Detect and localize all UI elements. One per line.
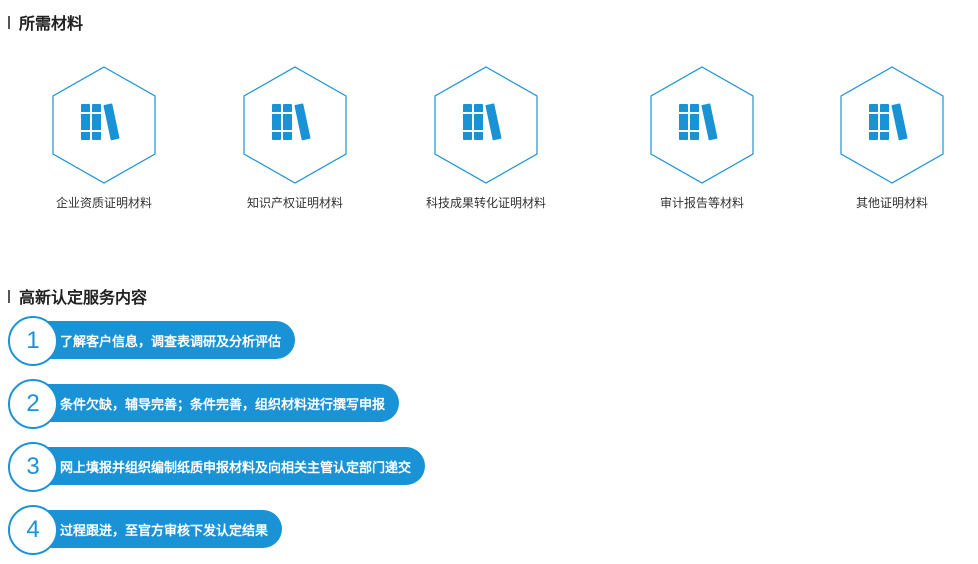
material-label: 其他证明材料 <box>855 196 928 210</box>
title-bar <box>8 289 10 303</box>
step-text: 过程跟进，至官方审核下发认定结果 <box>34 510 283 548</box>
section-title-materials: 所需材料 <box>8 10 83 34</box>
material-item[interactable]: 审计报告等材料 <box>612 66 792 216</box>
material-label: 科技成果转化证明材料 <box>425 196 546 210</box>
step-number: 1 <box>8 316 58 366</box>
step-text: 网上填报并组织编制纸质申报材料及向相关主管认定部门递交 <box>34 447 426 485</box>
step-number: 3 <box>8 442 58 492</box>
step-number: 2 <box>8 379 58 429</box>
material-label: 知识产权证明材料 <box>246 196 343 210</box>
section-title-text: 高新认定服务内容 <box>19 288 148 307</box>
section-title-service: 高新认定服务内容 <box>8 284 147 308</box>
books-icon <box>272 103 311 141</box>
hexagon-icon <box>434 66 538 184</box>
material-label: 审计报告等材料 <box>659 196 744 210</box>
hexagon-icon <box>52 66 156 184</box>
material-item[interactable]: 科技成果转化证明材料 <box>396 66 576 216</box>
step-number: 4 <box>8 505 58 555</box>
step-text: 了解客户信息，调查表调研及分析评估 <box>34 321 296 359</box>
material-item[interactable]: 其他证明材料 <box>802 66 978 216</box>
hexagon-icon <box>243 66 347 184</box>
books-icon <box>463 103 502 141</box>
title-bar <box>8 15 10 29</box>
step-text: 条件欠缺，辅导完善；条件完善，组织材料进行撰写申报 <box>34 384 400 422</box>
books-icon <box>679 103 718 141</box>
hexagon-icon <box>840 66 944 184</box>
material-item[interactable]: 企业资质证明材料 <box>14 66 194 216</box>
material-label: 企业资质证明材料 <box>55 196 152 210</box>
material-item[interactable]: 知识产权证明材料 <box>205 66 385 216</box>
section-title-text: 所需材料 <box>19 14 84 33</box>
books-icon <box>81 103 120 141</box>
books-icon <box>869 103 908 141</box>
hexagon-icon <box>650 66 754 184</box>
